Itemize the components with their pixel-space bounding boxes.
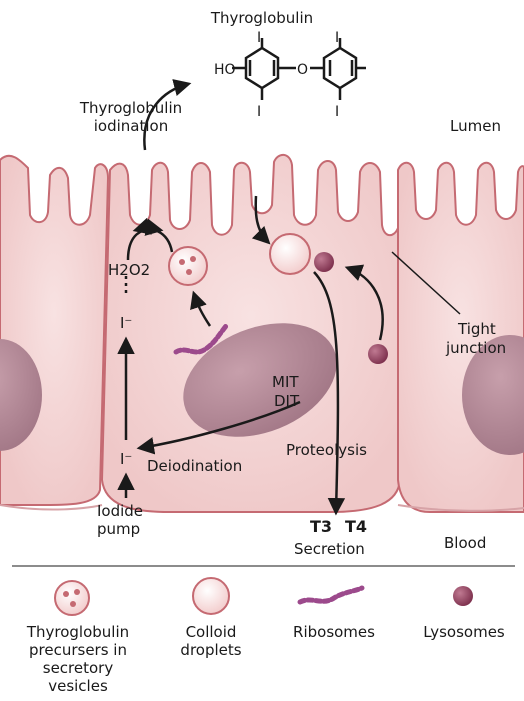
t3-label: T3 (310, 517, 332, 536)
blood-label: Blood (444, 534, 486, 552)
mit-label: MIT (272, 373, 299, 391)
secretion-label: Secretion (294, 540, 365, 558)
iodine-label-1: I (257, 30, 261, 46)
left-follicular-cell (0, 156, 108, 505)
thyroglobulin-title: Thyroglobulin (210, 9, 313, 27)
ether-oxygen-label: O (297, 62, 308, 78)
iodine-label-2: I (257, 104, 261, 120)
t4-label: T4 (345, 517, 367, 536)
lumen-label: Lumen (450, 117, 501, 135)
iodide-upper-label: I⁻ (120, 314, 132, 332)
iodide-pump-line1: Iodide (97, 502, 143, 520)
hydroxyl-label: HO (214, 62, 236, 78)
lysosome-fused (314, 252, 334, 272)
tight-junction-line2: junction (445, 339, 506, 357)
vesicle-icon (55, 581, 89, 615)
iodine-label-4: I (335, 104, 339, 120)
lysosome-free (368, 344, 388, 364)
legend: Thyroglobulin precursers in secretory ve… (26, 578, 505, 695)
legend-colloid-line1: Colloid (186, 623, 237, 641)
legend-vesicle-line4: vesicles (48, 677, 108, 695)
proteolysis-label: Proteolysis (286, 441, 367, 459)
tight-junction-line1: Tight (457, 320, 496, 338)
ribosome-icon (300, 588, 362, 602)
secretory-vesicle (169, 247, 207, 285)
tg-iodination-line1: Thyroglobulin (79, 99, 182, 117)
legend-vesicle-line2: precursers in (29, 641, 127, 659)
colloid-droplet-icon (193, 578, 229, 614)
h2o2-label: H2O2 (108, 261, 150, 279)
lysosome-icon (453, 586, 473, 606)
iodide-lower-label: I⁻ (120, 450, 132, 468)
legend-vesicle-line3: secretory (43, 659, 114, 677)
iodide-pump-line2: pump (97, 520, 140, 538)
legend-lysosomes-label: Lysosomes (423, 623, 505, 641)
colloid-droplet (270, 234, 310, 274)
deiodination-label: Deiodination (147, 457, 242, 475)
legend-ribosomes-label: Ribosomes (293, 623, 375, 641)
dit-label: DIT (274, 392, 300, 410)
iodine-label-3: I (335, 30, 339, 46)
legend-vesicle-line1: Thyroglobulin (26, 623, 129, 641)
legend-colloid-line2: droplets (180, 641, 241, 659)
tg-iodination-line2: iodination (94, 117, 168, 135)
